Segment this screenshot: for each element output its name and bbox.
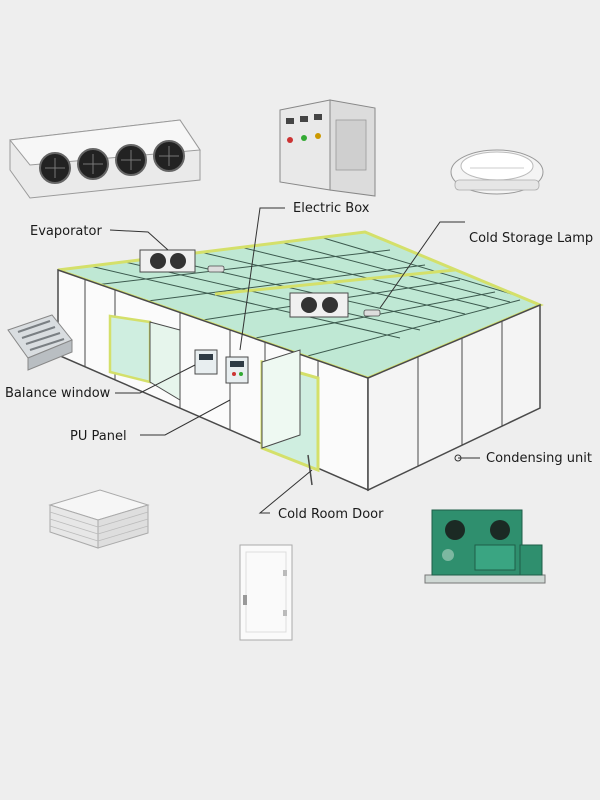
label-evaporator: Evaporator bbox=[30, 224, 102, 239]
condensing-unit-image bbox=[424, 509, 546, 584]
balance-window-image bbox=[7, 314, 73, 371]
ceiling-evaporator-1 bbox=[139, 249, 196, 273]
right-wall-panels bbox=[417, 321, 503, 466]
label-balance-window: Balance window bbox=[5, 386, 111, 401]
evaporator-image bbox=[9, 119, 201, 199]
label-cold-storage-lamp: Cold Storage Lamp bbox=[469, 231, 593, 246]
ceiling-lamp-1 bbox=[207, 265, 225, 273]
cold-room-door bbox=[260, 349, 320, 486]
right-wall bbox=[367, 303, 541, 492]
cold-room bbox=[57, 230, 544, 492]
label-cold-room-door: Cold Room Door bbox=[278, 507, 384, 522]
cold-storage-lamp-image bbox=[450, 149, 544, 195]
door-panel-image bbox=[239, 544, 293, 641]
label-pu-panel: PU Panel bbox=[70, 429, 127, 444]
label-electric-box: Electric Box bbox=[293, 201, 370, 216]
leader-lines bbox=[109, 207, 480, 514]
ceiling-lamp-2 bbox=[363, 309, 381, 317]
ceiling-evaporator-2 bbox=[289, 292, 349, 318]
electric-box-image bbox=[279, 99, 376, 197]
side-door bbox=[108, 314, 181, 401]
pu-panel-stack-image bbox=[48, 489, 150, 549]
wall-control-panels bbox=[194, 349, 249, 384]
label-condensing-unit: Condensing unit bbox=[486, 451, 592, 466]
